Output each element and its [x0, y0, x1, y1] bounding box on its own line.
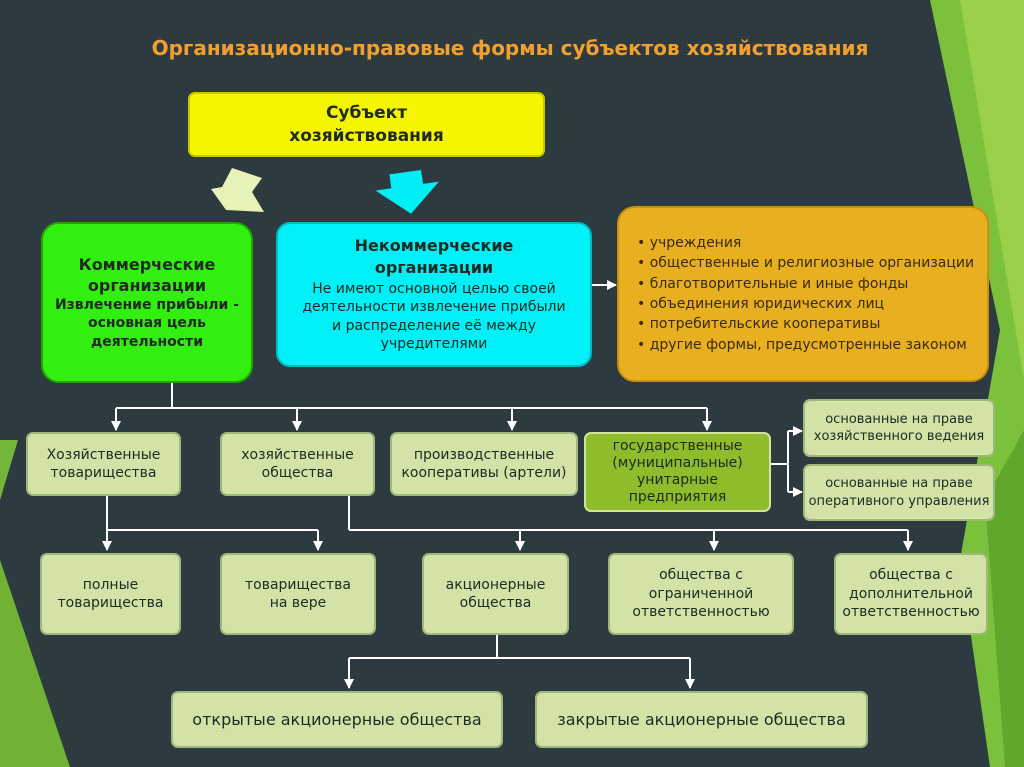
joint-stock-line-2: общества — [459, 595, 532, 611]
companies-line-1: хозяйственные — [241, 446, 354, 463]
llc-line-3: ответственностью — [632, 604, 770, 621]
root-line-2: хозяйствования — [289, 125, 444, 146]
arrow-to-noncommercial — [375, 169, 439, 214]
noncommercial-desc-2: деятельности извлечение прибыли — [302, 299, 566, 316]
form-item: объединения юридических лиц — [637, 294, 974, 314]
form-item: потребительские кооперативы — [637, 314, 974, 334]
unitary-box: государственные (муниципальные) унитарны… — [584, 432, 771, 512]
arrow-to-commercial — [211, 168, 264, 212]
commercial-heading-1: Коммерческие — [78, 254, 216, 274]
companies-line-2: общества — [261, 465, 334, 481]
noncommercial-heading-2: организации — [374, 257, 494, 277]
commercial-desc-2: основная цель — [87, 315, 207, 332]
commercial-heading-2: организации — [87, 275, 207, 295]
form-item: другие формы, предусмотренные законом — [637, 335, 974, 355]
closed-jsc-label: закрытые акционерные общества — [557, 709, 846, 729]
economic-management-line-2: хозяйственного ведения — [813, 429, 985, 444]
page-title: Организационно-правовые формы субъектов … — [151, 36, 869, 60]
llc-line-1: общества с — [659, 567, 743, 584]
noncommercial-forms-list: учреждения общественные и религиозные ор… — [637, 233, 974, 355]
coops-line-2: кооперативы (артели) — [401, 465, 567, 481]
noncommercial-desc-3: и распределение её между — [332, 317, 536, 334]
full-line-1: полные — [82, 576, 139, 593]
coops-box: производственные кооперативы (артели) — [390, 432, 578, 496]
limited-line-2: на вере — [269, 595, 327, 611]
joint-stock-box: акционерные общества — [422, 553, 569, 635]
open-jsc-label: открытые акционерные общества — [192, 709, 482, 729]
alc-box: общества с дополнительной ответственност… — [834, 553, 988, 635]
full-partnerships-box: полные товарищества — [40, 553, 181, 635]
operational-management-line-2: оперативного управления — [808, 493, 990, 509]
llc-line-2: ограниченной — [648, 585, 754, 602]
commercial-box: Коммерческие организации Извлечение приб… — [41, 222, 253, 383]
unitary-line-2: (муниципальные) — [612, 454, 743, 471]
alc-line-3: ответственностью — [842, 604, 980, 621]
joint-stock-line-1: акционерные — [445, 576, 546, 593]
closed-jsc-box: закрытые акционерные общества — [535, 691, 868, 748]
root-line-1: Субъект — [325, 103, 408, 124]
economic-management-line-1: основанные на праве — [825, 411, 973, 427]
noncommercial-desc-1: Не имеют основной целью своей — [312, 280, 556, 297]
unitary-line-1: государственные — [612, 437, 743, 454]
operational-management-line-1: основанные на праве — [825, 476, 973, 492]
form-item: общественные и религиозные организации — [637, 253, 974, 273]
commercial-desc-1: Извлечение прибыли - — [54, 296, 240, 313]
unitary-line-4: предприятия — [628, 489, 727, 506]
llc-box: общества с ограниченной ответственностью — [608, 553, 794, 635]
coops-line-1: производственные — [413, 446, 555, 463]
noncommercial-desc-4: учредителями — [380, 336, 488, 353]
economic-management-box: основанные на праве хозяйственного веден… — [803, 399, 995, 457]
operational-management-box: основанные на праве оперативного управле… — [803, 464, 995, 521]
noncommercial-heading-1: Некоммерческие — [354, 236, 514, 256]
full-line-2: товарищества — [57, 595, 164, 611]
noncommercial-box: Некоммерческие организации Не имеют осно… — [276, 222, 592, 367]
partnerships-line-1: Хозяйственные — [46, 446, 161, 463]
form-item: благотворительные и иные фонды — [637, 274, 974, 294]
limited-line-1: товарищества — [244, 576, 352, 593]
partnerships-box: Хозяйственные товарищества — [26, 432, 181, 496]
limited-partnerships-box: товарищества на вере — [220, 553, 376, 635]
unitary-line-3: унитарные — [637, 472, 718, 488]
partnerships-line-2: товарищества — [50, 465, 157, 481]
alc-line-1: общества с — [869, 567, 953, 584]
open-jsc-box: открытые акционерные общества — [171, 691, 503, 748]
alc-line-2: дополнительной — [849, 585, 973, 602]
root-box: Субъект хозяйствования — [188, 92, 545, 157]
commercial-desc-3: деятельности — [90, 333, 204, 350]
companies-box: хозяйственные общества — [220, 432, 375, 496]
form-item: учреждения — [637, 233, 974, 253]
noncommercial-forms-box: учреждения общественные и религиозные ор… — [617, 206, 989, 382]
